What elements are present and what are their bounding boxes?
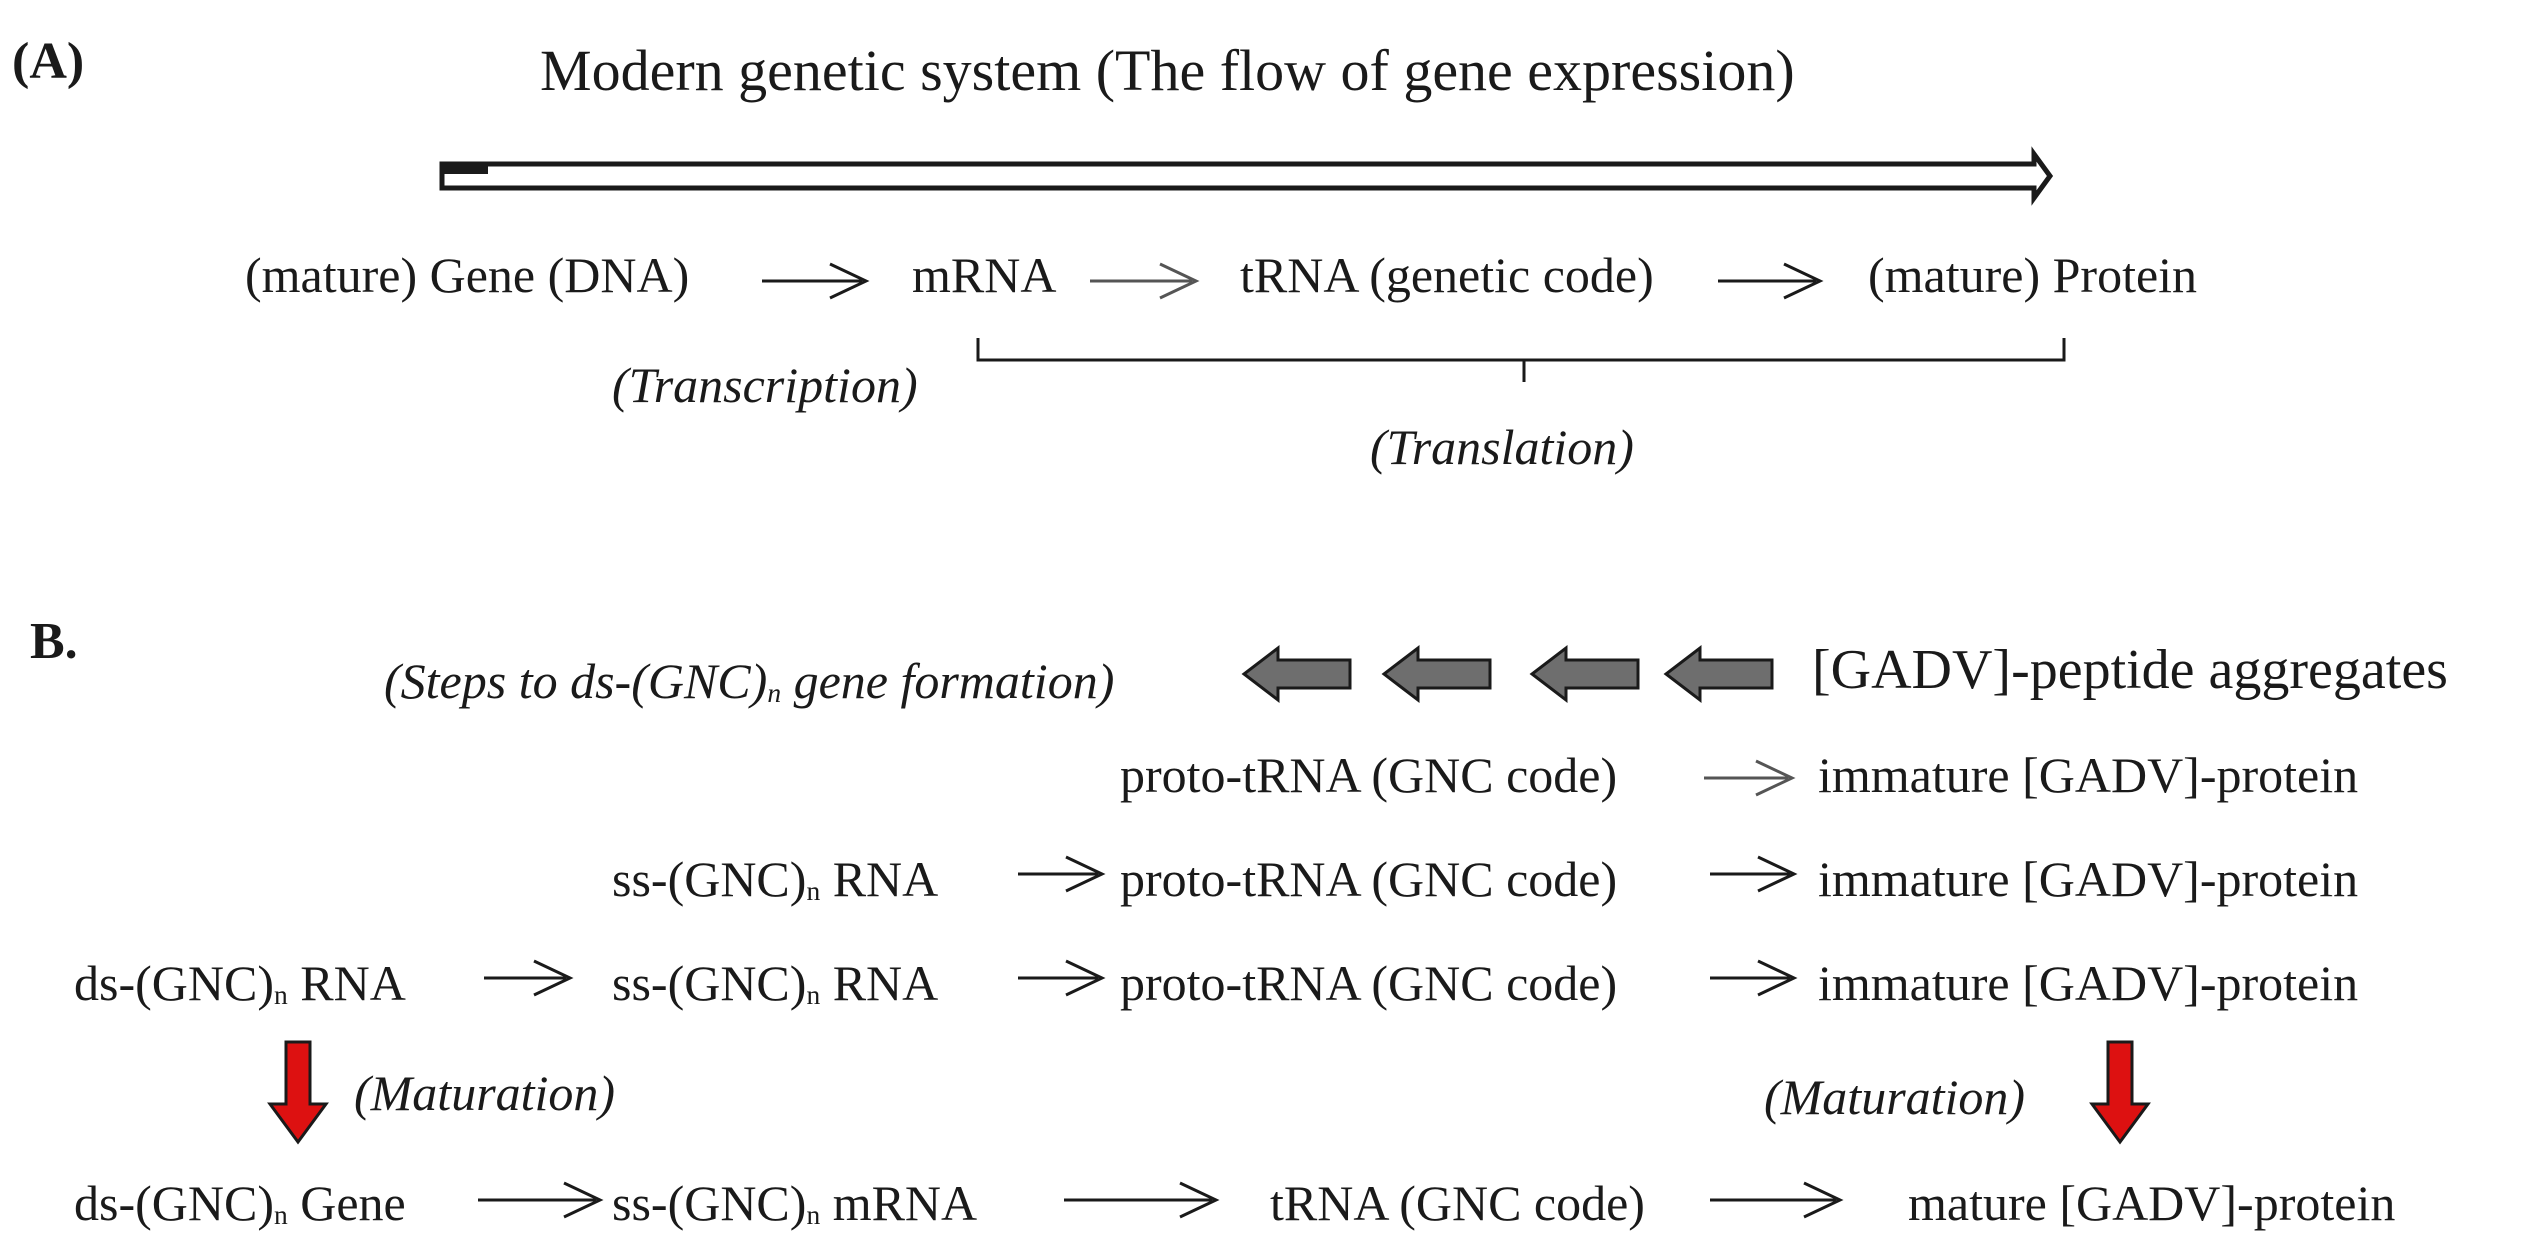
row2-proto-trna: proto-tRNA (GNC code) [1120, 851, 1618, 907]
flow-gene: (mature) Gene (DNA) [245, 247, 690, 303]
row3-arrow-2 [1018, 959, 1106, 997]
flow-trna: tRNA (genetic code) [1240, 247, 1654, 303]
arrow-gene-mrna [762, 262, 870, 300]
maturation-arrow-left [267, 1040, 329, 1145]
row1-arrow [1704, 759, 1796, 797]
step-arrow-1 [1663, 644, 1774, 704]
row2-ss-rna: ss-(GNC)n RNA [612, 851, 939, 907]
step-arrow-4 [1241, 644, 1352, 704]
arrow-trna-protein [1718, 262, 1824, 300]
step-arrow-3 [1381, 644, 1492, 704]
row3-immature-protein: immature [GADV]-protein [1818, 955, 2359, 1011]
row4-mature-protein: mature [GADV]-protein [1908, 1175, 2396, 1231]
panel-b-flow-arrows [478, 759, 1844, 1219]
row4-arrow-2 [1064, 1181, 1220, 1219]
step-arrow-2 [1529, 644, 1640, 704]
row1-proto-trna: proto-tRNA (GNC code) [1120, 747, 1618, 803]
translation-bracket [976, 338, 2066, 382]
panel-a-label: (A) [12, 33, 85, 90]
row4-ss-mrna: ss-(GNC)n mRNA [612, 1175, 978, 1231]
flow-protein: (mature) Protein [1868, 247, 2198, 303]
translation-label: (Translation) [1370, 419, 1634, 475]
flow-arrows [762, 262, 1824, 300]
row4-arrow-3 [1710, 1181, 1844, 1219]
row4-ds-gene: ds-(GNC)n Gene [74, 1175, 406, 1231]
maturation-right-label: (Maturation) [1764, 1069, 2026, 1125]
row1-immature-protein: immature [GADV]-protein [1818, 747, 2359, 803]
panel-b-label: B. [30, 613, 78, 670]
flow-expression-arrow-tail [442, 164, 488, 174]
row2-arrow-1 [1018, 855, 1106, 893]
row2-arrow-2 [1710, 855, 1798, 893]
steps-label: (Steps to ds-(GNC)n gene formation) [384, 653, 1115, 709]
row3-proto-trna: proto-tRNA (GNC code) [1120, 955, 1618, 1011]
arrow-mrna-trna [1090, 262, 1200, 300]
step-arrows [1241, 644, 1774, 704]
transcription-label: (Transcription) [612, 357, 918, 413]
maturation-left-label: (Maturation) [354, 1065, 616, 1121]
peptide-aggregates: [GADV]-peptide aggregates [1812, 639, 2448, 701]
flow-mrna: mRNA [912, 247, 1057, 303]
row2-immature-protein: immature [GADV]-protein [1818, 851, 2359, 907]
row3-arrow-1 [484, 959, 574, 997]
row3-ds-rna: ds-(GNC)n RNA [74, 955, 406, 1011]
row4-trna: tRNA (GNC code) [1270, 1175, 1645, 1231]
flow-expression-arrow [439, 146, 2054, 206]
row3-ss-rna: ss-(GNC)n RNA [612, 955, 939, 1011]
row3-arrow-3 [1710, 959, 1798, 997]
panel-a-title: Modern genetic system (The flow of gene … [540, 38, 1795, 103]
maturation-arrow-right [2089, 1040, 2151, 1145]
row4-arrow-1 [478, 1181, 604, 1219]
